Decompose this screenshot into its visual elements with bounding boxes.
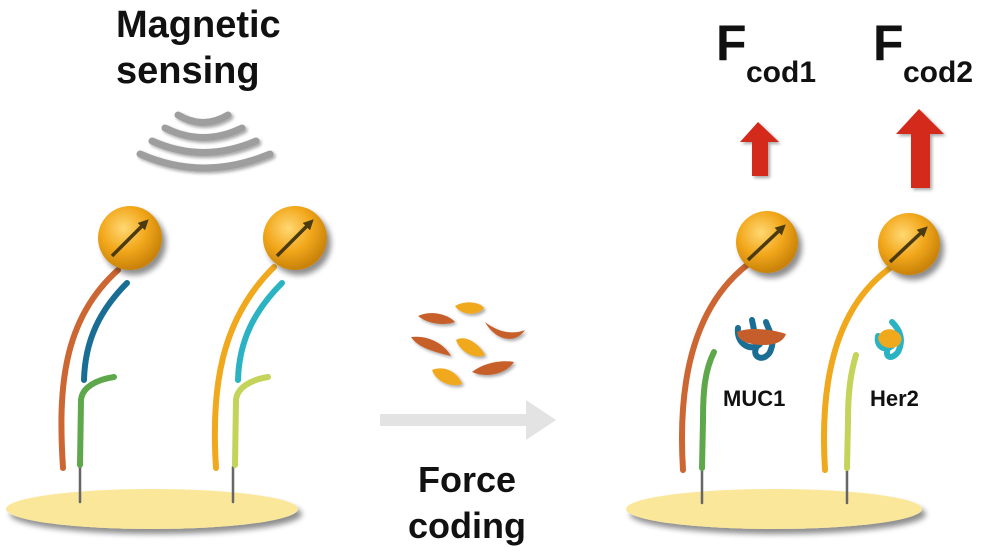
signal-arc-3: [148, 137, 260, 156]
strand-lightgreen: [232, 374, 271, 468]
probe-right-2: [820, 265, 893, 505]
muc1-protein: [737, 328, 786, 345]
force-coding-label-line1: Force: [418, 459, 516, 500]
molecule: [455, 302, 484, 314]
molecule: [411, 336, 451, 356]
strand-blue: [81, 280, 130, 383]
magnetic-moment-arrow-icon: [110, 219, 149, 258]
strand-green: [699, 349, 717, 471]
strand-cyan: [235, 280, 285, 383]
force-1-subscript: cod1: [746, 56, 816, 89]
muc1-complex: [734, 317, 786, 361]
molecule: [472, 361, 514, 375]
magnetic-moment-arrow-icon: [275, 219, 314, 258]
force-2-symbol: F: [873, 15, 904, 71]
force-2-subscript: cod2: [903, 56, 973, 89]
force-arrow-small-icon: [740, 122, 779, 176]
force-label-2: F cod2: [873, 15, 973, 89]
her2-label: Her2: [870, 386, 919, 411]
process-arrow-icon: [380, 400, 556, 440]
molecule: [418, 313, 455, 324]
force-1-symbol: F: [716, 15, 747, 71]
strand-orange: [820, 265, 893, 473]
substrate-right: [626, 489, 922, 529]
strand-orange-red: [678, 262, 750, 473]
magnetic-moment-arrow-icon: [888, 226, 928, 264]
molecule: [456, 338, 485, 357]
muc1-label: MUC1: [723, 386, 785, 411]
substrate-left: [6, 489, 298, 529]
strand-lightgreen: [844, 352, 859, 471]
signal-arc-4: [136, 150, 274, 172]
probe-left-1: [58, 267, 130, 504]
signal-arc-1: [174, 111, 232, 126]
signal-arc-2: [161, 124, 246, 141]
magnetic-sensing-title-line2: sensing: [116, 50, 260, 92]
wireless-signal-icon: [136, 111, 274, 172]
force-label-1: F cod1: [716, 15, 816, 89]
strand-orange: [211, 264, 277, 471]
force-coding-label-line2: coding: [408, 505, 526, 546]
molecule: [432, 368, 462, 386]
magnetic-sensing-title-line1: Magnetic: [116, 4, 281, 46]
probe-left-2: [211, 264, 285, 504]
strand-orange-red: [58, 267, 121, 471]
magnetic-moment-arrow-icon: [746, 224, 786, 262]
strand-green: [77, 374, 117, 468]
probe-right-1: [678, 262, 750, 505]
molecule: [485, 322, 525, 339]
her2-complex: [874, 319, 904, 360]
force-arrow-large-icon: [896, 109, 944, 188]
analyte-molecules: [411, 302, 525, 386]
her2-protein: [878, 329, 902, 348]
